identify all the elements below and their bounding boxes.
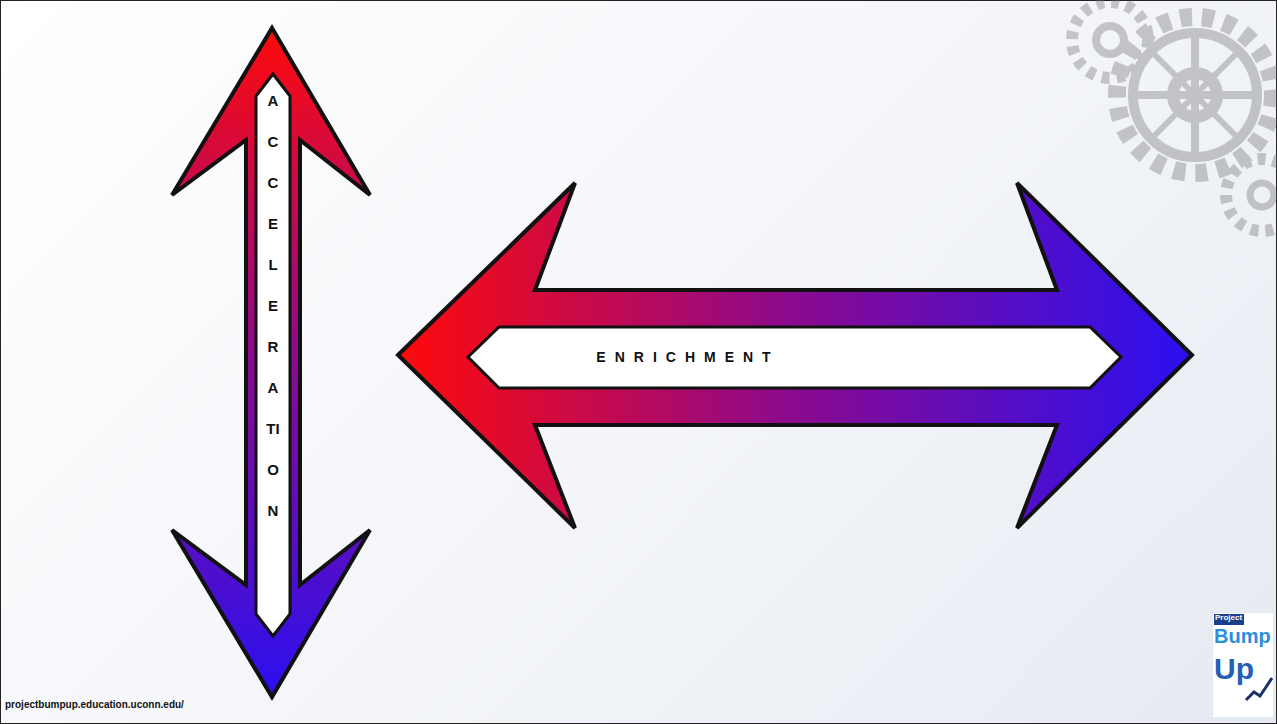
vertical-double-arrow: ACCELERATION	[168, 24, 374, 702]
logo-bump: Bump	[1214, 625, 1271, 647]
arrow-outline	[394, 179, 1196, 532]
arrow-outline	[168, 24, 374, 702]
bump-up-logo: ProjectBumpUp	[1212, 612, 1274, 718]
footer-url: projectbumpup.education.uconn.edu/	[5, 699, 184, 710]
logo-up: Up	[1214, 652, 1254, 685]
arrow-label: ENRICHMENT	[596, 347, 779, 367]
arrow-label: ACCELERATION	[266, 80, 281, 531]
horizontal-double-arrow: ENRICHMENT	[394, 179, 1196, 532]
logo-project: Project	[1215, 614, 1242, 623]
